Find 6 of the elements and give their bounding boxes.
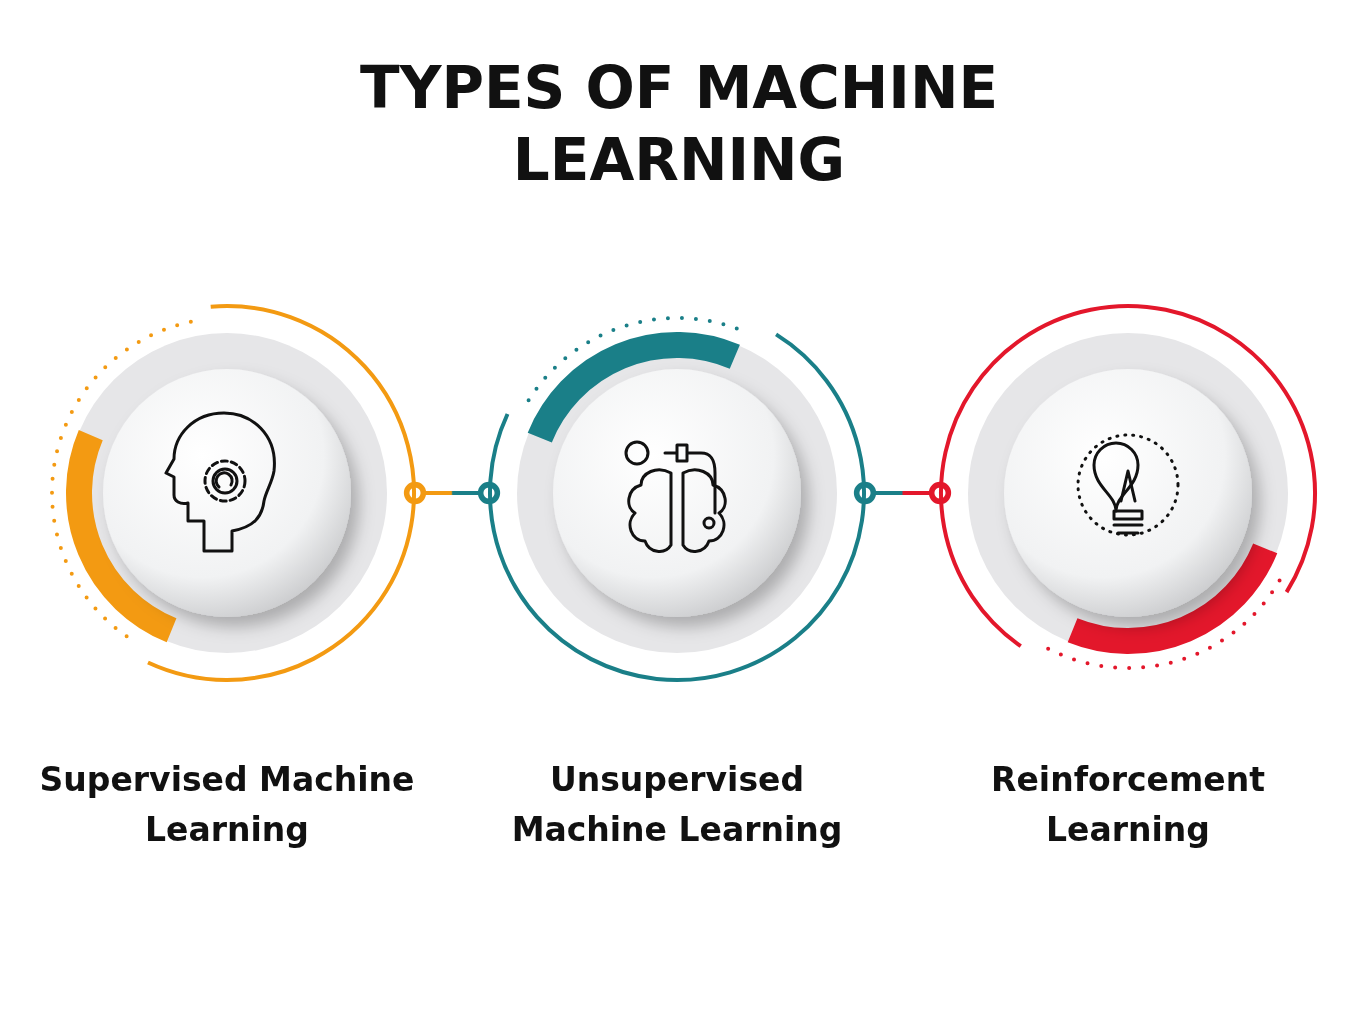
title: TYPES OF MACHINE LEARNING	[358, 53, 1000, 196]
connector-line	[853, 481, 952, 505]
node-label: Unsupervised Machine Learning	[510, 759, 844, 851]
node-label: Supervised Machine Learning	[38, 759, 416, 851]
connector-line	[403, 481, 501, 505]
node-label: Reinforcement Learning	[990, 759, 1266, 851]
